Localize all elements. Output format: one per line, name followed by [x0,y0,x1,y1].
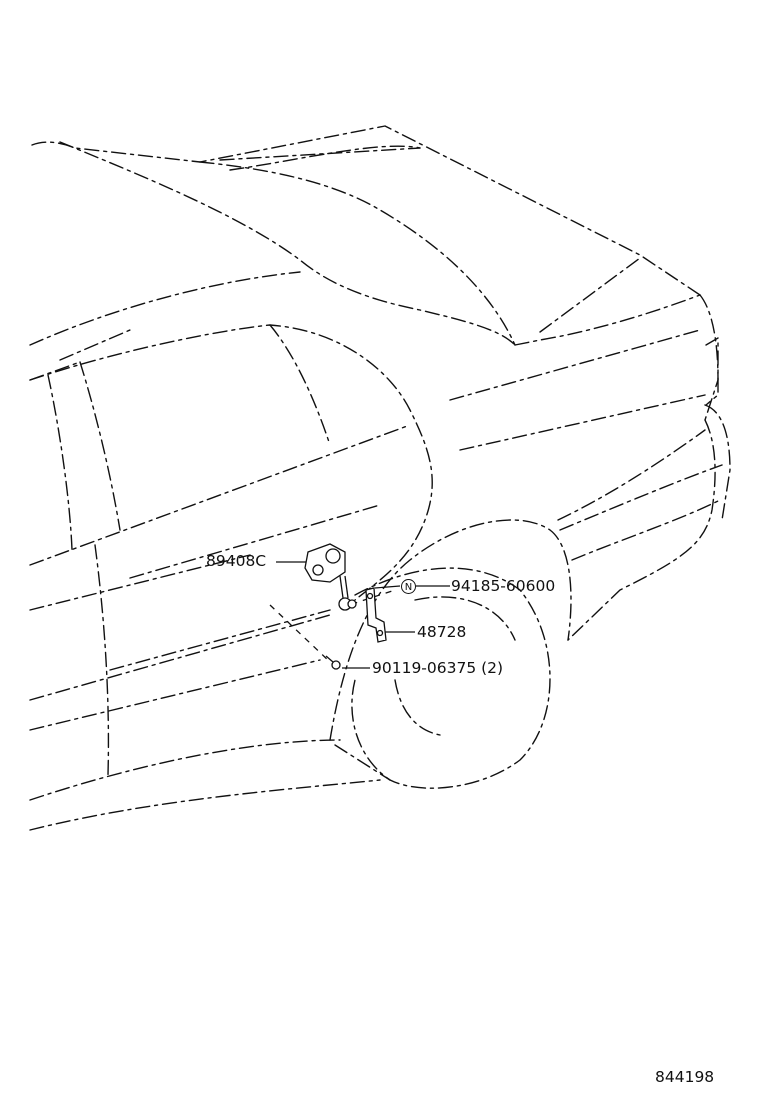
wheel-arch-outline [329,519,572,789]
roof-outline [31,125,701,346]
callout-48728: 48728 [417,623,467,641]
sensor-link-part [365,587,387,643]
body-side-outline [29,271,433,831]
callout-89408c: 89408C [206,552,267,570]
leader-lines [276,561,450,669]
illustration-id: 844198 [655,1068,715,1086]
height-sensor-part [304,543,357,611]
n-symbol-icon: N [401,579,416,594]
screw-part [325,655,341,670]
callout-90119-06375: 90119-06375 (2) [372,659,504,677]
callout-94185-60600: 94185-60600 [451,577,556,595]
trunk-outline [449,257,719,451]
rear-bumper-outline [557,404,731,641]
